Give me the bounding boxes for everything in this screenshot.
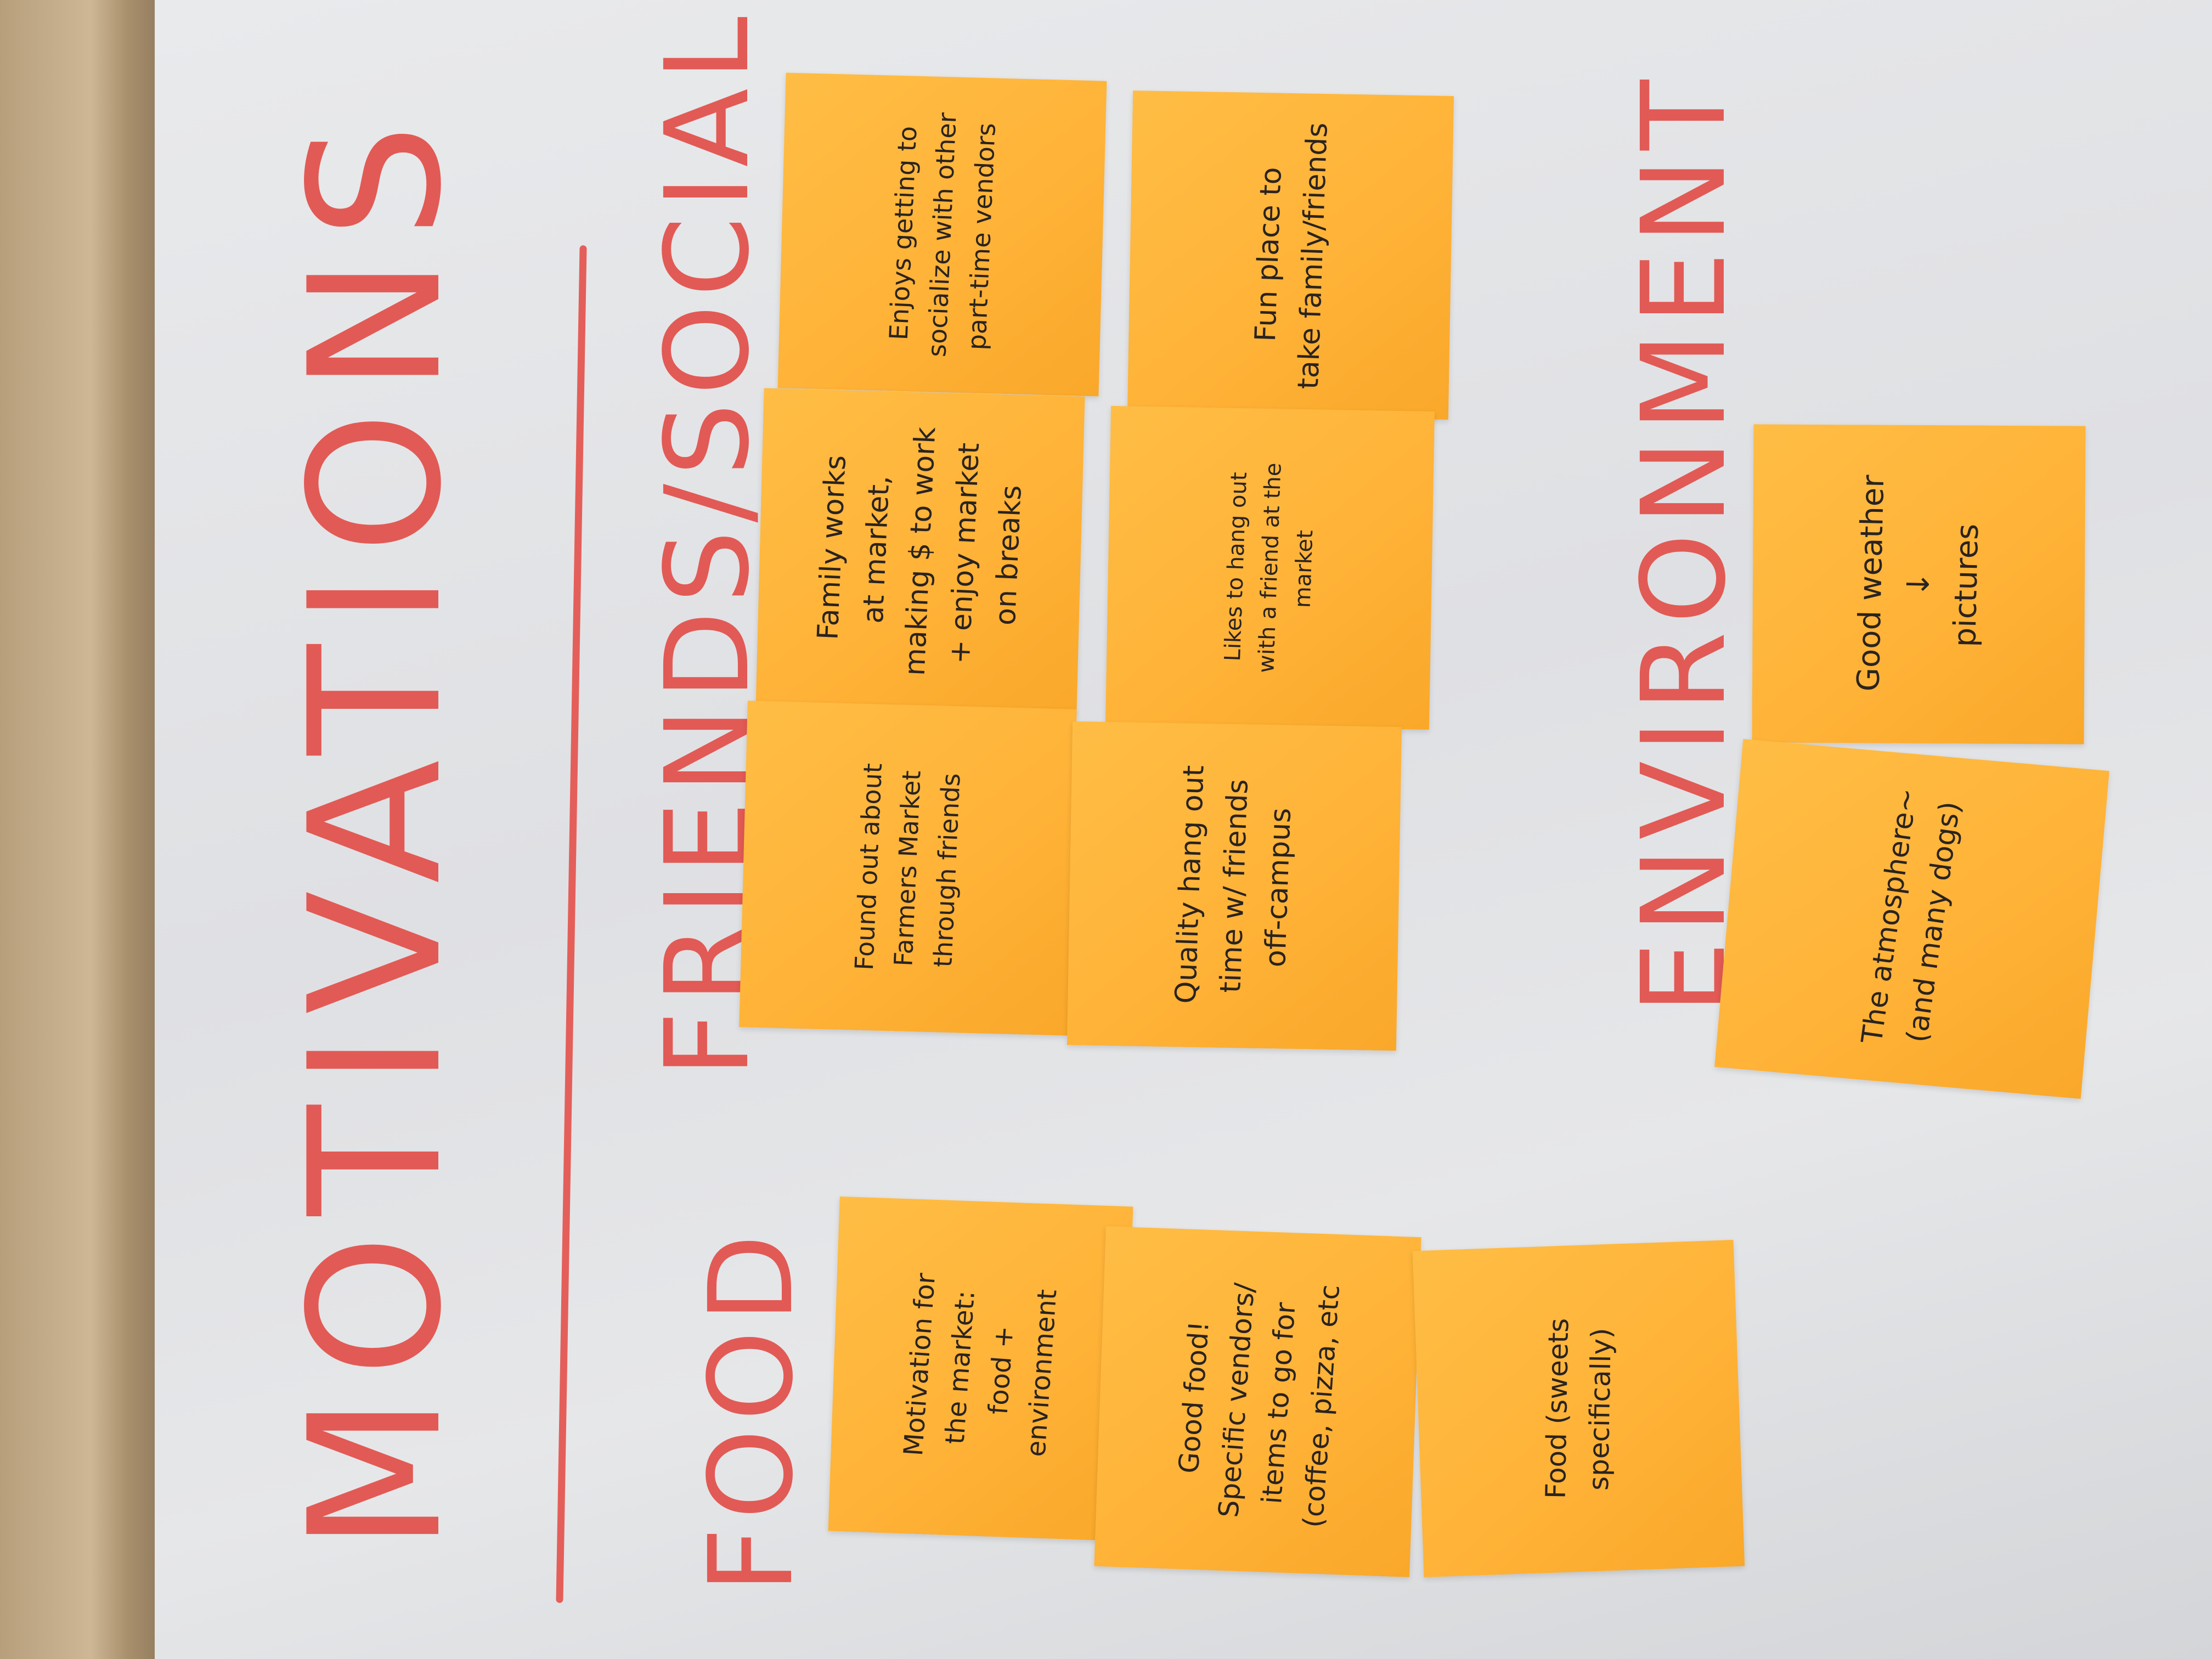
sticky-note-social-quality-time: Quality hang out time w/ friends off-cam…: [1066, 721, 1402, 1051]
category-heading-environment: ENVIRONMENT: [1617, 72, 1751, 1014]
category-heading-food: FOOD: [684, 1226, 819, 1594]
sticky-note-social-vendors: Enjoys getting to socialize with other p…: [777, 72, 1107, 397]
sticky-note-food-sweets: Food (sweets specifically): [1412, 1239, 1745, 1578]
sticky-note-env-weather: Good weather ↓ pictures: [1752, 424, 2086, 744]
sticky-note-social-fun-place: Fun place to take family/friends: [1127, 90, 1454, 420]
sticky-note-social-found-out: Found out about Farmers Market through f…: [739, 701, 1077, 1036]
sticky-note-text: Good weather ↓ pictures: [1850, 474, 1985, 692]
sticky-note-text: Enjoys getting to socialize with other p…: [883, 111, 1001, 358]
sticky-note-env-atmosphere: The atmosphere~ (and many dogs): [1714, 738, 2109, 1099]
sticky-note-food-good-food: Good food! Specific vendors/ items to go…: [1094, 1226, 1421, 1577]
sticky-note-text: Fun place to take family/friends: [1249, 122, 1334, 390]
sticky-note-text: The atmosphere~ (and many dogs): [1855, 786, 1967, 1046]
sticky-note-text: Found out about Farmers Market through f…: [849, 762, 966, 971]
sticky-note-text: Quality hang out time w/ friends off-cam…: [1169, 764, 1298, 1005]
sticky-note-food-motivation: Motivation for the market: food + enviro…: [828, 1196, 1133, 1542]
sticky-note-social-family-works: Family works at market, making $ to work…: [755, 388, 1085, 715]
wooden-board-frame: [0, 0, 165, 1659]
sticky-note-social-hang-out: Likes to hang out with a friend at the m…: [1105, 405, 1435, 730]
sticky-note-text: Likes to hang out with a friend at the m…: [1220, 462, 1318, 674]
sticky-note-text: Good food! Specific vendors/ items to go…: [1172, 1282, 1346, 1529]
sticky-note-text: Food (sweets specifically): [1539, 1317, 1617, 1499]
sticky-note-text: Family works at market, making $ to work…: [811, 426, 1028, 676]
sticky-note-text: Motivation for the market: food + enviro…: [898, 1272, 1063, 1458]
board-title: MOTIVATIONS: [270, 105, 481, 1552]
